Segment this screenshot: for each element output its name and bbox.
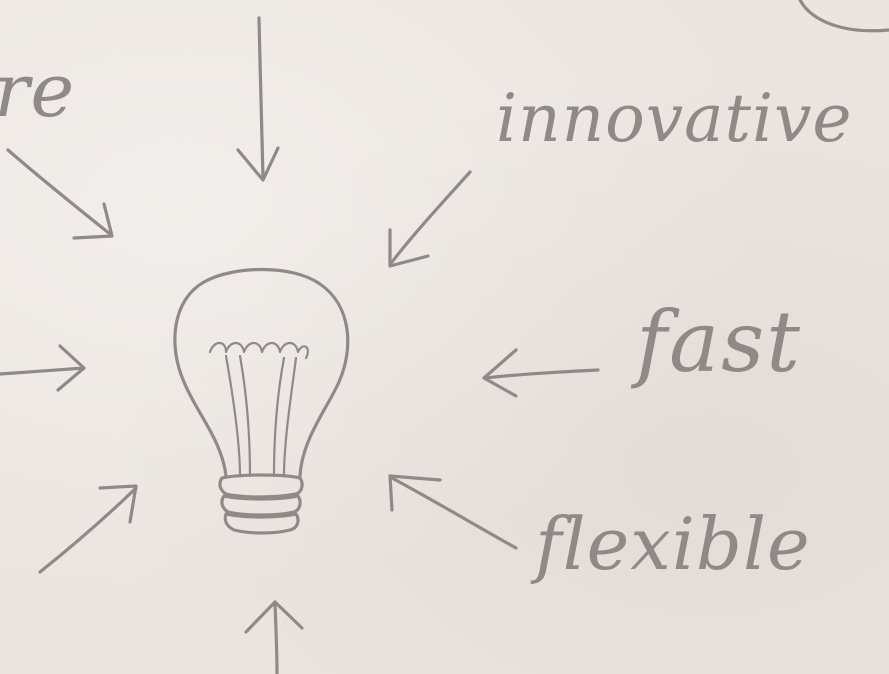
arrow-icon-bottom: [244, 600, 304, 674]
word-innovative: innovative: [496, 80, 853, 157]
word-fast: fast: [636, 293, 803, 391]
arrow-icon-right: [482, 348, 600, 398]
word-partial: re: [0, 48, 76, 134]
arrow-icon-upper-right: [388, 170, 472, 268]
arrow-icon-left: [0, 344, 86, 392]
lightbulb-icon: [173, 267, 350, 535]
arrow-icon-lower-right: [388, 474, 518, 550]
circle-doodle-icon: [798, 0, 889, 33]
arrow-icon-upper-left: [6, 148, 114, 240]
arrow-icon-top: [236, 16, 280, 182]
word-flexible: flexible: [535, 502, 811, 586]
arrow-icon-lower-left: [38, 484, 138, 574]
